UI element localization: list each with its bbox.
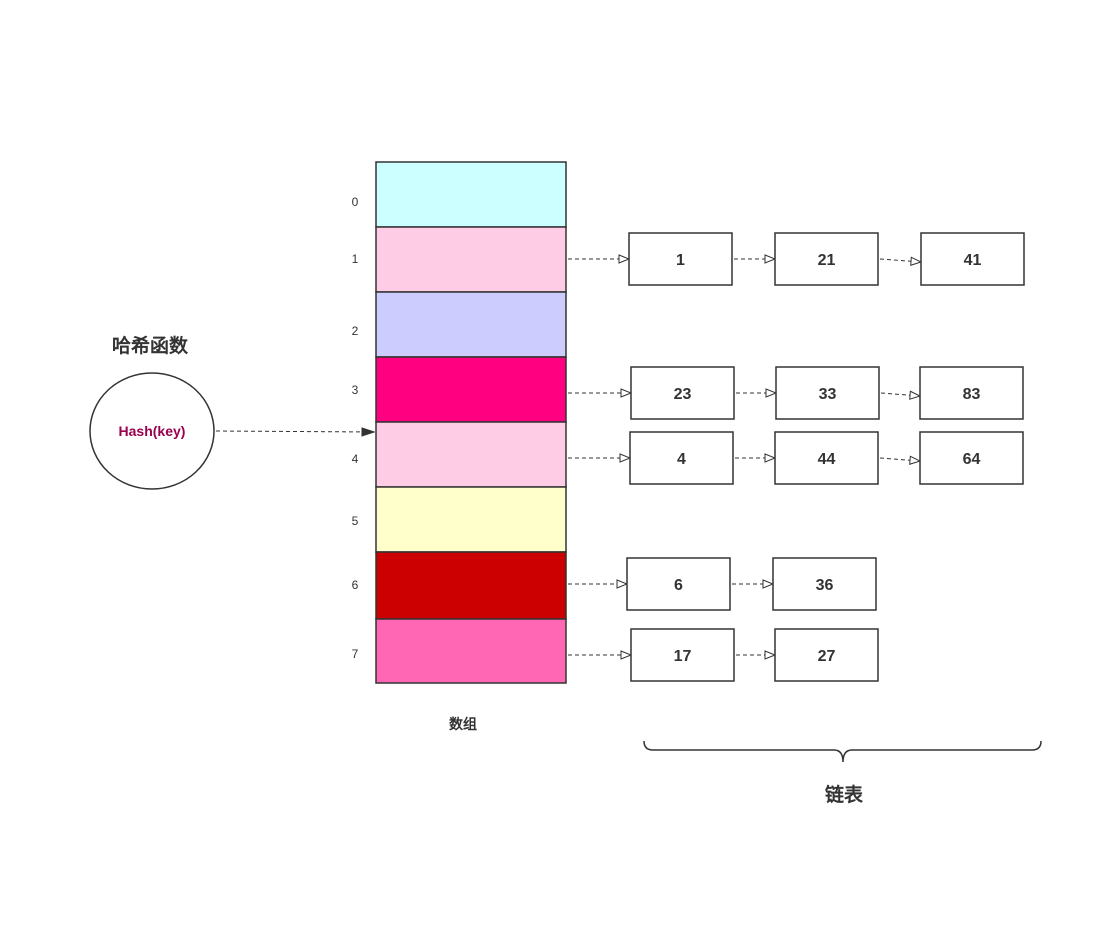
node-next-arrow [879,458,920,461]
array-slot-4 [375,421,567,488]
list-node-value: 1 [676,252,685,269]
array-index-label: 6 [352,578,359,592]
list-node [919,366,1024,420]
list-node-value: 23 [674,386,692,403]
array-slot-6 [375,551,567,620]
array-slot-2 [375,291,567,358]
array-slot-5 [375,486,567,553]
array-index-label: 3 [352,383,359,397]
list-node [630,628,735,682]
list-node-value: 6 [674,577,683,594]
list-node-value: 64 [963,451,981,468]
list-node-value: 41 [964,252,982,269]
array-slot-0 [375,161,567,228]
list-node [630,366,735,420]
list-node [920,232,1025,286]
list-node-value: 27 [818,648,836,665]
list-node [626,557,731,611]
list-node [775,366,880,420]
hash-to-array-arrow [215,431,374,432]
list-node-value: 21 [818,252,836,269]
hash-function-title: 哈希函数 [112,334,189,357]
linked-list-brace [643,740,1042,763]
list-node-value: 17 [674,648,692,665]
list-node [774,431,879,485]
array-slot-7 [375,618,567,684]
list-node-value: 33 [819,386,837,403]
array: 0 1 2 3 4 5 6 7 [352,161,567,684]
linked-list-label: 链表 [825,783,864,806]
hash-function-call: Hash(key) [119,423,186,439]
array-slot-1 [375,226,567,293]
list-node-value: 83 [963,386,981,403]
hash-function-ellipse [89,372,215,490]
list-node [774,232,879,286]
array-index-label: 1 [352,252,359,266]
array-index-label: 0 [352,195,359,209]
array-index-label: 7 [352,647,359,661]
array-label: 数组 [449,716,477,732]
array-index-label: 5 [352,514,359,528]
list-node [772,557,877,611]
list-node-value: 4 [677,451,686,468]
list-node [628,232,733,286]
list-node-value: 36 [816,577,834,594]
node-next-arrow [880,393,920,396]
list-node [629,431,734,485]
node-next-arrow [879,259,921,262]
list-node-value: 44 [818,451,836,468]
array-index-label: 4 [352,452,359,466]
array-index-label: 2 [352,324,359,338]
list-node [774,628,879,682]
array-slot-3 [375,356,567,423]
list-node [919,431,1024,485]
